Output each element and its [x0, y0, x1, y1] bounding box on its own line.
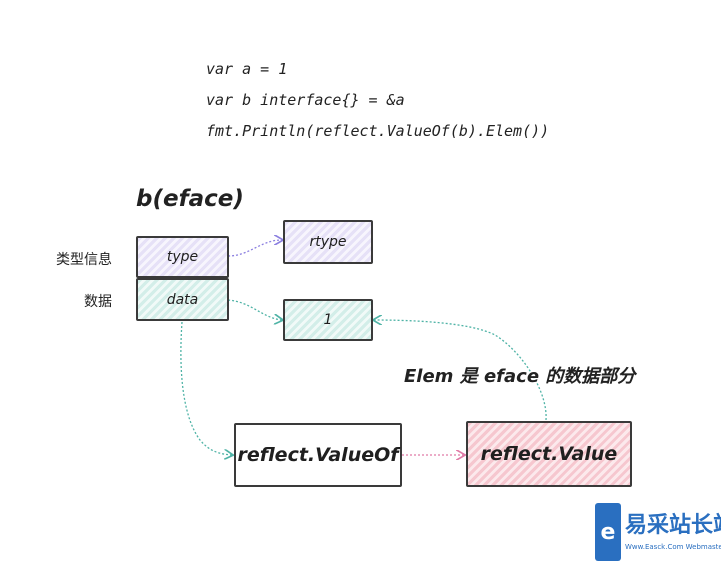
- reflect-value-label: reflect.Value: [480, 443, 618, 465]
- type-to-rtype-arrow: [227, 240, 282, 257]
- eface-data-label: data: [166, 291, 199, 308]
- value-to-one-arrow: [374, 320, 547, 421]
- watermark-subtitle: Www.Easck.Com Webmaster: [625, 543, 721, 551]
- rtype-box: rtype: [283, 220, 373, 264]
- elem-note: Elem 是 eface 的数据部分: [404, 366, 636, 387]
- reflect-valueof-label: reflect.ValueOf: [237, 444, 399, 466]
- reflect-value-box: reflect.Value: [466, 421, 632, 487]
- value-one-label: 1: [323, 312, 333, 328]
- code-line-3: fmt.Println(reflect.ValueOf(b).Elem()): [206, 122, 550, 140]
- eface-data-field: data: [136, 278, 229, 321]
- watermark-name: 易采站长站: [625, 513, 721, 538]
- code-line-2: var b interface{} = &a: [206, 91, 405, 109]
- value-one-box: 1: [283, 299, 373, 341]
- eface-type-field: type: [136, 236, 229, 278]
- site-watermark: e 易采站长站 Www.Easck.Com Webmaster: [595, 501, 721, 564]
- reflect-valueof-box: reflect.ValueOf: [234, 423, 402, 487]
- site-logo-icon: e: [595, 503, 621, 561]
- eface-type-label: type: [166, 249, 199, 265]
- data-to-value-arrow: [227, 299, 282, 320]
- data-to-valueof-arrow: [180, 321, 232, 455]
- diagram-title: b(eface): [136, 186, 244, 212]
- code-line-1: var a = 1: [206, 60, 288, 78]
- rtype-label: rtype: [309, 234, 347, 250]
- data-label: 数据: [84, 294, 112, 310]
- type-info-label: 类型信息: [56, 252, 112, 268]
